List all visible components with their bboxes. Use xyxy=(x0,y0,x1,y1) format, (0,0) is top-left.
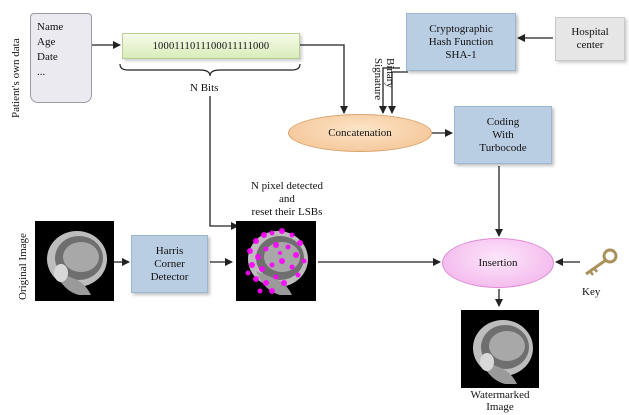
arrow-nbits-to-detected xyxy=(209,96,239,230)
hospital-line1: Hospital xyxy=(571,26,609,38)
hospital-line2: center xyxy=(576,39,604,51)
original-image-side-label: Original Image xyxy=(17,233,29,300)
binary-signature-line2: Signature xyxy=(372,58,384,101)
patient-field-date: Date xyxy=(37,51,58,63)
coding-line3: Turbocode xyxy=(479,141,527,154)
watermarked-mri-graphic xyxy=(473,320,533,384)
detected-line3: reset their LSBs xyxy=(251,206,323,218)
hash-line2: Hash Function xyxy=(428,35,494,48)
nbits-label: N Bits xyxy=(190,82,219,94)
detected-mri-image xyxy=(236,221,316,301)
harris-line2: Corner xyxy=(154,257,185,270)
hash-function-box: Cryptographic Hash Function SHA-1 xyxy=(406,13,516,71)
watermarked-mri-image xyxy=(461,310,539,388)
original-mri-graphic xyxy=(47,231,107,295)
detected-mri-graphic xyxy=(245,228,308,295)
concatenation-ellipse: Concatenation xyxy=(288,114,432,152)
binary-signature-line1: Binary xyxy=(384,58,396,88)
patient-field-name: Name xyxy=(37,21,64,33)
arrow-bits-to-concatenation xyxy=(300,44,348,114)
key-label: Key xyxy=(582,286,601,298)
harris-line3: Detector xyxy=(150,270,189,283)
nbits-brace xyxy=(119,63,301,77)
patient-field-age: Age xyxy=(37,36,56,48)
arrow-hash-to-concatenation-2 xyxy=(388,71,408,114)
watermarked-line2: Image xyxy=(486,401,514,413)
arrow-hash-to-concatenation xyxy=(379,67,400,114)
insertion-ellipse: Insertion xyxy=(442,238,554,288)
coding-line1: Coding xyxy=(486,115,520,128)
patient-side-label: Patient's own data xyxy=(10,38,22,118)
watermarked-line1: Watermarked xyxy=(470,389,530,401)
patient-field-more: ... xyxy=(37,66,46,78)
detected-line1: N pixel detected xyxy=(250,180,324,192)
original-mri-image xyxy=(35,221,114,301)
hash-line3: SHA-1 xyxy=(445,48,477,61)
harris-line1: Harris xyxy=(155,244,184,257)
hash-line1: Cryptographic xyxy=(429,22,493,35)
harris-corner-detector-box: Harris Corner Detector xyxy=(131,235,208,293)
detected-line2: and xyxy=(279,193,295,205)
binary-signature-label: Binary Signature xyxy=(372,58,396,100)
key-icon xyxy=(585,248,618,276)
patient-data-scroll: Name Age Date ... xyxy=(30,13,92,103)
bits-box: 1000111011100011111000 xyxy=(122,33,300,59)
detected-caption: N pixel detected and reset their LSBs xyxy=(232,180,342,219)
watermarked-caption: Watermarked Image xyxy=(450,389,550,413)
hospital-center-box: Hospital center xyxy=(555,17,625,61)
coding-line2: With xyxy=(492,128,514,141)
coding-turbocode-box: Coding With Turbocode xyxy=(454,106,552,164)
